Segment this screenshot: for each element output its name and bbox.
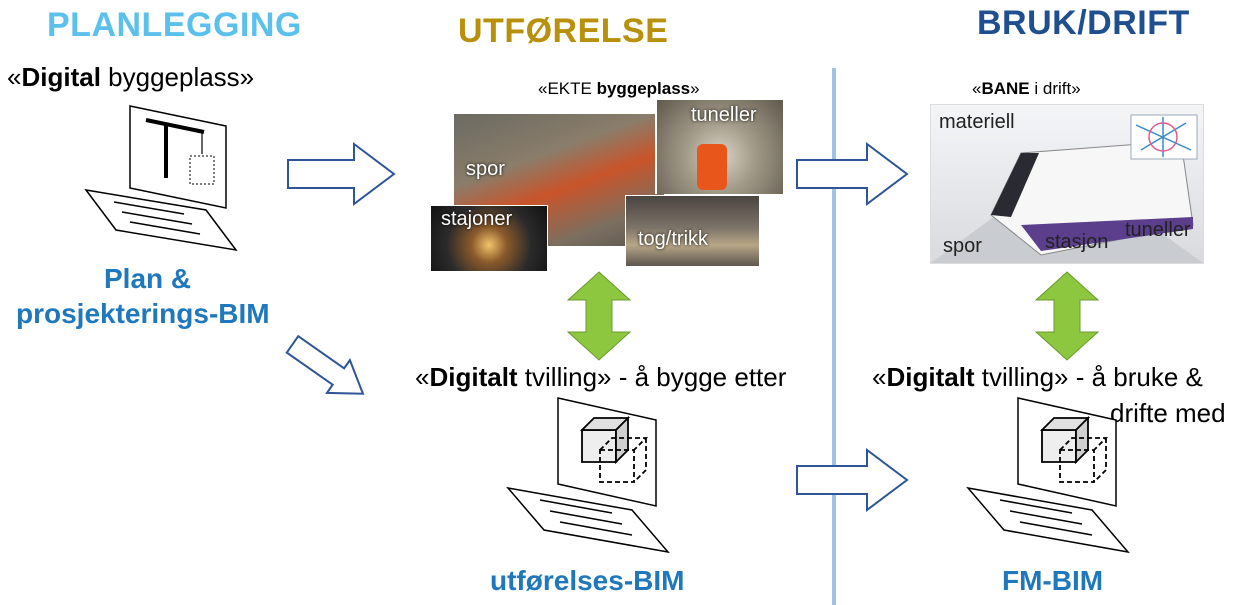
planning-laptop-icon [84,105,238,252]
photo-tog: tog/trikk [625,195,760,267]
planning-caption: «Digital byggeplass» [7,62,255,92]
operation-twin-caption-line2: drifte med [1110,398,1226,428]
photo-label-stasjon: stasjon [1045,231,1109,253]
photo-label-stasjoner: stajoner [441,208,513,230]
operation-bim-label: FM-BIM [1002,565,1104,596]
photo-label-tuneller: tuneller [691,104,757,126]
phase-planning-title: PLANLEGGING [47,6,302,44]
phase-divider [832,68,836,605]
planning-bim-line2: prosjekterings-BIM [16,298,270,329]
photo-stasjoner: stajoner [430,205,548,272]
photo-label-spor: spor [466,158,505,180]
execution-caption: «EKTE byggeplass» [538,79,700,98]
execution-bim-label: utførelses-BIM [490,565,685,596]
operation-caption: «BANE i drift» [972,79,1081,98]
phase-operation-title: BRUK/DRIFT [977,4,1190,42]
arrow-diagonal-icon [285,334,365,395]
operation-laptop-icon [966,397,1130,554]
double-arrow-icon [1034,271,1100,361]
phase-execution-title: UTFØRELSE [458,12,669,50]
arrow-right-icon [796,448,909,512]
photo-label-tog: tog/trikk [638,228,709,250]
arrow-right-icon [287,142,396,206]
execution-twin-caption: «Digitalt tvilling» - å bygge etter [415,362,787,392]
photo-train: materiell spor stasjon tuneller [930,104,1204,264]
execution-laptop-icon [506,397,670,554]
photo-tuneller: tuneller [655,100,783,194]
train-illustration [931,114,1203,263]
photo-label-materiell: materiell [939,111,1015,133]
planning-bim-line1: Plan & [104,263,192,294]
operation-twin-caption: «Digitalt tvilling» - å bruke & [872,362,1203,392]
arrow-right-icon [796,142,909,206]
photo-label-tuneller: tuneller [1125,219,1191,241]
photo-label-spor: spor [943,235,982,257]
double-arrow-icon [566,271,632,361]
workers-figure [697,144,727,190]
